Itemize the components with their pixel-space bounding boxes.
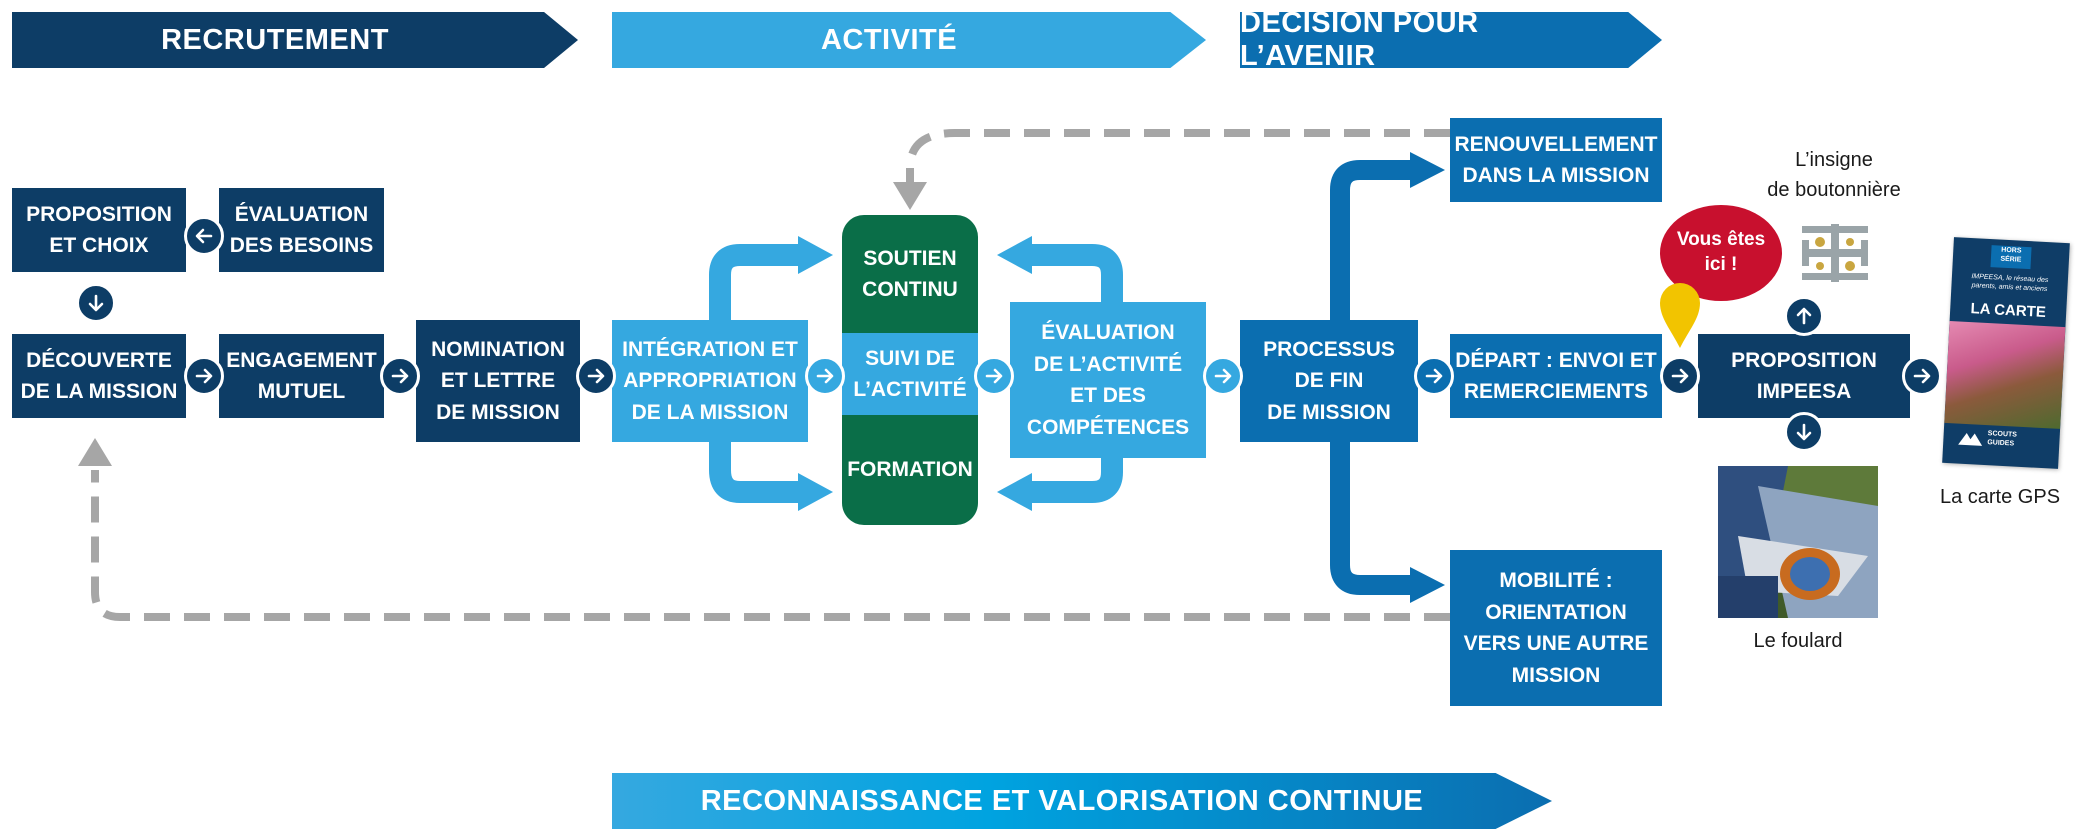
card-badge: HORS SÉRIE: [1990, 245, 2032, 270]
arrow-evaluation-to-formation: [1030, 458, 1123, 503]
card-photo: [1944, 321, 2066, 429]
arrow-up-icon: [1784, 296, 1824, 336]
arrow-right-icon: [184, 356, 224, 396]
box-proposition-choix: PROPOSITION ET CHOIX: [12, 188, 186, 272]
phase-banner-reconnaissance: RECONNAISSANCE ET VALORISATION CONTINUE: [612, 773, 1552, 829]
box-formation: FORMATION: [847, 458, 973, 482]
insigne-badge-icon: [1802, 224, 1868, 282]
loop-mobilite-to-decouverte: [91, 470, 1450, 621]
scouts-logo-icon: [1958, 433, 1983, 446]
location-pin-icon: [1660, 283, 1700, 348]
loop-head-soutien: [893, 182, 927, 210]
box-renouvellement: RENOUVELLEMENT DANS LA MISSION: [1450, 118, 1662, 202]
arrow-right-icon: [1902, 356, 1942, 396]
you-are-here-text: Vous êtes ici !: [1676, 229, 1766, 275]
card-subtitle: IMPEESA, le réseau des parents, amis et …: [1971, 273, 2049, 294]
card-title: LA CARTE: [1970, 300, 2047, 322]
box-suivi: SUIVI DE L’ACTIVITÉ: [842, 333, 978, 415]
phase-label-decision: DÉCISION POUR L’AVENIR: [1240, 7, 1479, 72]
card-brand: SCOUTS GUIDES: [1987, 430, 2018, 448]
label-foulard: Le foulard: [1753, 630, 1843, 652]
phase-label-reconnaissance: RECONNAISSANCE ET VALORISATION CONTINUE: [700, 784, 1424, 817]
activity-column: SOUTIEN CONTINU SUIVI DE L’ACTIVITÉ FORM…: [842, 215, 978, 525]
box-soutien: SOUTIEN CONTINU: [862, 246, 958, 302]
phase-banner-recrutement: RECRUTEMENT: [12, 12, 578, 68]
label-insigne: L’insigne de boutonnière: [1767, 149, 1901, 201]
carte-gps-cover: HORS SÉRIE IMPEESA, le réseau des parent…: [1942, 237, 2070, 469]
box-integration: INTÉGRATION ET APPROPRIATION DE LA MISSI…: [612, 320, 808, 442]
phase-label-activite: ACTIVITÉ: [820, 23, 958, 56]
foulard-photo: [1718, 466, 1878, 618]
arrow-left-icon: [184, 216, 224, 256]
box-depart: DÉPART : ENVOI ET REMERCIEMENTS: [1450, 334, 1662, 418]
box-engagement: ENGAGEMENT MUTUEL: [219, 334, 384, 418]
arrow-right-icon: [380, 356, 420, 396]
arrow-down-icon: [76, 283, 116, 323]
box-evaluation-activite: ÉVALUATION DE L’ACTIVITÉ ET DES COMPÉTEN…: [1010, 302, 1206, 458]
box-mobilite: MOBILITÉ : ORIENTATION VERS UNE AUTRE MI…: [1450, 550, 1662, 706]
arrow-right-icon: [974, 356, 1014, 396]
box-proposition-impeesa: PROPOSITION IMPEESA: [1698, 334, 1910, 418]
phase-banner-decision: DÉCISION POUR L’AVENIR: [1240, 12, 1662, 68]
arrow-evaluation-to-soutien: [1030, 244, 1123, 305]
arrow-integration-to-soutien: [709, 244, 800, 320]
arrow-right-icon: [576, 356, 616, 396]
box-nomination: NOMINATION ET LETTRE DE MISSION: [416, 320, 580, 442]
box-decouverte: DÉCOUVERTE DE LA MISSION: [12, 334, 186, 418]
loop-renouvellement-to-soutien: [906, 129, 1450, 185]
arrow-right-icon: [1203, 356, 1243, 396]
arrow-down-icon: [1784, 412, 1824, 452]
arrow-right-icon: [805, 356, 845, 396]
arrow-fin-to-renouvellement: [1330, 160, 1412, 322]
loop-head-decouverte: [78, 438, 112, 466]
phase-label-recrutement: RECRUTEMENT: [161, 23, 389, 56]
box-processus-fin: PROCESSUS DE FIN DE MISSION: [1240, 320, 1418, 442]
box-evaluation-besoins: ÉVALUATION DES BESOINS: [219, 188, 384, 272]
label-carte-gps: La carte GPS: [1939, 486, 2061, 508]
phase-banner-activite: ACTIVITÉ: [612, 12, 1206, 68]
arrow-integration-to-formation: [709, 440, 800, 503]
arrow-fin-to-mobilite: [1330, 440, 1412, 595]
arrow-right-icon: [1414, 356, 1454, 396]
arrow-right-icon: [1660, 356, 1700, 396]
